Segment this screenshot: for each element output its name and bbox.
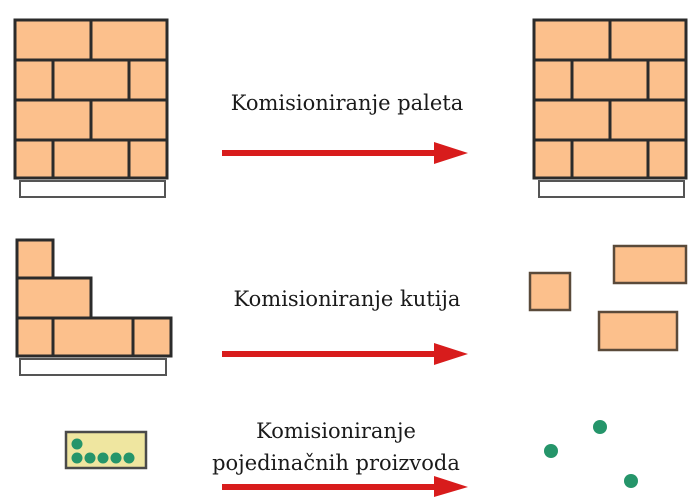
arrow-icon bbox=[222, 142, 468, 164]
product-item-icon bbox=[544, 420, 638, 488]
pallet-picking-label: Komisioniranje paleta bbox=[230, 91, 464, 115]
box-picking-label: Komisioniranje kutija bbox=[233, 287, 461, 311]
full-pallet-left-icon bbox=[13, 18, 169, 180]
item-picking-label-line2: pojedinačnih proizvoda bbox=[212, 451, 460, 475]
item-picking-label-line1: Komisioniranje bbox=[256, 419, 416, 443]
item-picking-label: Komisioniranje pojedinačnih proizvoda bbox=[186, 415, 486, 479]
pallet-base-icon bbox=[19, 358, 167, 376]
arrow-icon bbox=[222, 343, 468, 365]
full-pallet-right-icon bbox=[532, 18, 688, 180]
pallet-base-icon bbox=[19, 180, 166, 198]
product-container-icon bbox=[64, 430, 148, 470]
arrow-icon bbox=[222, 476, 468, 497]
pallet-base-icon bbox=[538, 180, 685, 198]
box-icon bbox=[528, 244, 688, 352]
partial-pallet-icon bbox=[15, 238, 173, 358]
